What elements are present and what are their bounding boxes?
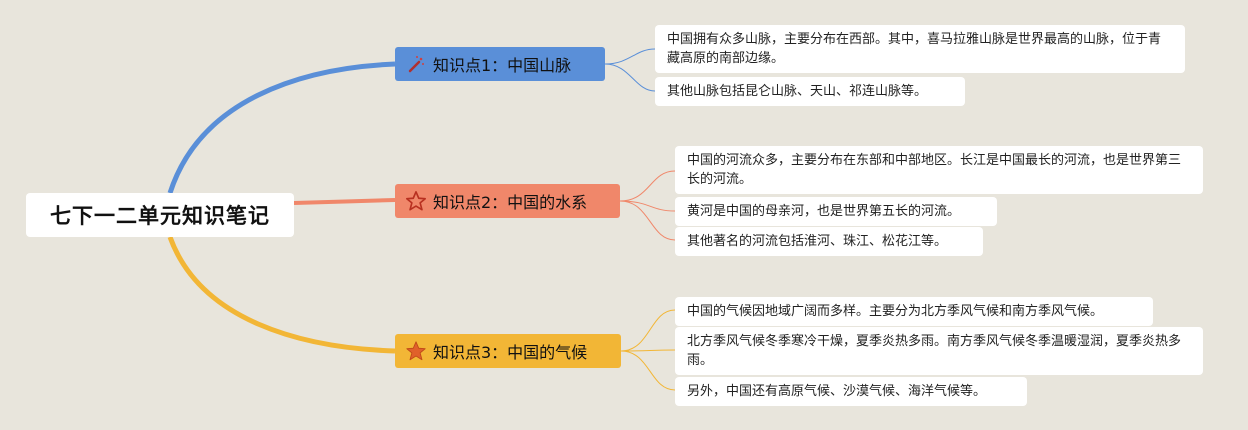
branch-label: 知识点3：中国的气候 xyxy=(433,343,588,362)
leaf-line xyxy=(619,170,676,202)
star-filled-icon xyxy=(405,340,427,362)
leaf-text: 另外，中国还有高原气候、沙漠气候、海洋气候等。 xyxy=(687,384,987,399)
leaf-text: 其他山脉包括昆仑山脉、天山、祁连山脉等。 xyxy=(667,84,928,99)
leaf-text: 中国拥有众多山脉，主要分布在西部。其中，喜马拉雅山脉是世界最高的山脉，位于青藏高… xyxy=(667,32,1162,66)
leaf-text: 黄河是中国的母亲河，也是世界第五长的河流。 xyxy=(687,204,961,219)
leaf-note[interactable]: 黄河是中国的母亲河，也是世界第五长的河流。 xyxy=(675,197,997,226)
leaf-note[interactable]: 中国拥有众多山脉，主要分布在西部。其中，喜马拉雅山脉是世界最高的山脉，位于青藏高… xyxy=(655,25,1185,73)
leaf-text: 其他著名的河流包括淮河、珠江、松花江等。 xyxy=(687,234,948,249)
leaf-note[interactable]: 中国的河流众多，主要分布在东部和中部地区。长江是中国最长的河流，也是世界第三长的… xyxy=(675,146,1203,194)
leaf-note[interactable]: 另外，中国还有高原气候、沙漠气候、海洋气候等。 xyxy=(675,377,1027,406)
root-title: 七下一二单元知识笔记 xyxy=(50,204,270,228)
leaf-line xyxy=(620,349,676,352)
branch-label: 知识点1：中国山脉 xyxy=(433,56,572,75)
leaf-text: 北方季风气候冬季寒冷干燥，夏季炎热多雨。南方季风气候冬季温暖湿润，夏季炎热多雨。 xyxy=(687,334,1182,368)
branch-label: 知识点2：中国的水系 xyxy=(433,193,588,212)
branch-topic-3[interactable]: 知识点3：中国的气候 xyxy=(395,334,621,368)
branch-line-2 xyxy=(293,198,396,205)
leaf-line xyxy=(619,200,676,212)
magic-wand-icon xyxy=(405,53,427,75)
leaf-line xyxy=(619,200,676,241)
leaf-note[interactable]: 北方季风气候冬季寒冷干燥，夏季炎热多雨。南方季风气候冬季温暖湿润，夏季炎热多雨。 xyxy=(675,327,1203,375)
branch-topic-2[interactable]: 知识点2：中国的水系 xyxy=(395,184,620,218)
leaf-line xyxy=(604,63,656,92)
leaf-line xyxy=(620,350,676,391)
leaf-line xyxy=(604,48,656,65)
branch-line-3 xyxy=(167,236,396,354)
leaf-note[interactable]: 其他山脉包括昆仑山脉、天山、祁连山脉等。 xyxy=(655,77,965,106)
star-outline-icon xyxy=(405,190,427,212)
branch-topic-1[interactable]: 知识点1：中国山脉 xyxy=(395,47,605,81)
leaf-note[interactable]: 其他著名的河流包括淮河、珠江、松花江等。 xyxy=(675,227,983,256)
leaf-text: 中国的河流众多，主要分布在东部和中部地区。长江是中国最长的河流，也是世界第三长的… xyxy=(687,153,1182,187)
leaf-note[interactable]: 中国的气候因地域广阔而多样。主要分为北方季风气候和南方季风气候。 xyxy=(675,297,1153,326)
root-topic[interactable]: 七下一二单元知识笔记 xyxy=(26,193,294,237)
leaf-line xyxy=(620,309,676,352)
branch-line-1 xyxy=(167,61,396,194)
leaf-text: 中国的气候因地域广阔而多样。主要分为北方季风气候和南方季风气候。 xyxy=(687,304,1104,319)
